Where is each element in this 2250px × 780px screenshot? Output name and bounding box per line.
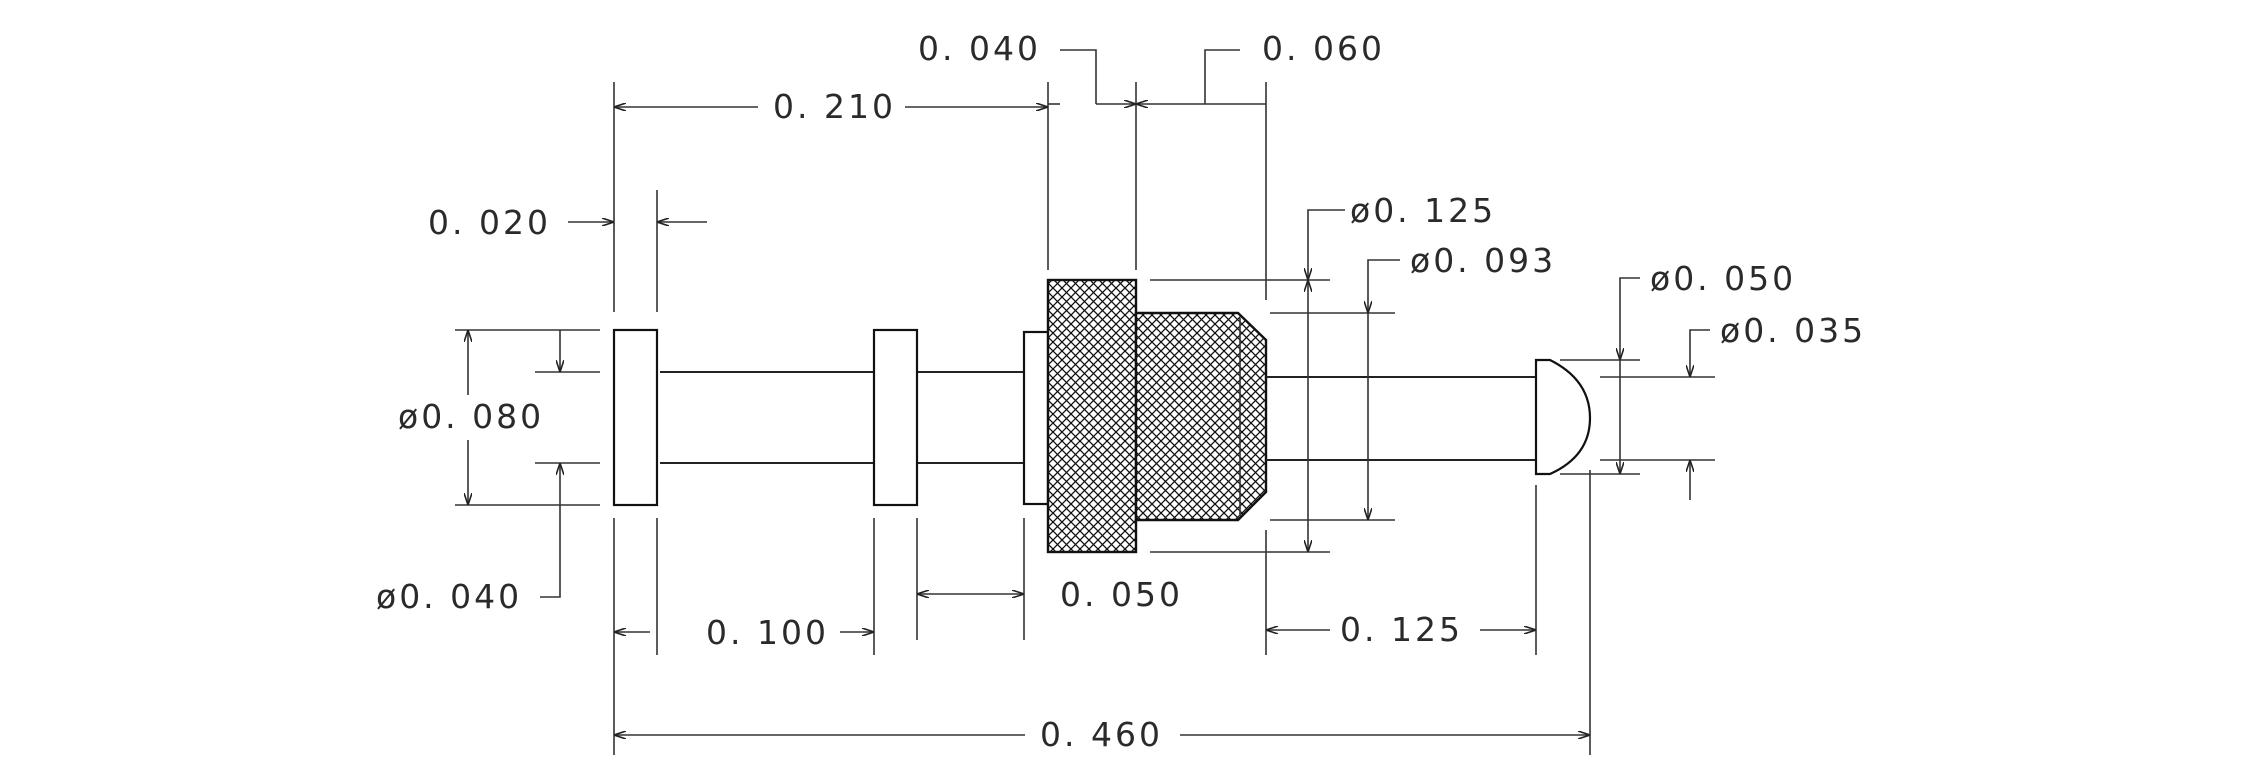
dim-0460: 0. 460	[1040, 715, 1163, 754]
dim-0125-bottom: 0. 125	[1340, 610, 1463, 649]
dim-dia-0035: ø0. 035	[1720, 311, 1866, 350]
middle-flange	[872, 328, 919, 507]
dim-dia-0093: ø0. 093	[1410, 241, 1556, 280]
dimension-lines	[468, 49, 1710, 735]
dim-0020: 0. 020	[428, 203, 551, 242]
dim-0060-top: 0. 060	[1262, 29, 1385, 68]
dimension-labels: 0. 040 0. 060 0. 210 0. 020 ø0. 125 ø0. …	[376, 29, 1866, 754]
dim-0210: 0. 210	[773, 87, 896, 126]
rounded-tip	[1534, 358, 1592, 476]
knurled-head	[1046, 278, 1138, 554]
extension-lines	[455, 82, 1715, 755]
dim-dia-0080: ø0. 080	[398, 397, 544, 436]
dim-dia-0040: ø0. 040	[376, 577, 522, 616]
dim-0050-bottom: 0. 050	[1060, 575, 1183, 614]
dim-0040-top: 0. 040	[918, 29, 1041, 68]
step-collar	[1022, 330, 1050, 506]
dim-dia-0125: ø0. 125	[1350, 191, 1496, 230]
left-flange	[612, 328, 659, 507]
pin-body	[612, 278, 1592, 554]
dim-0100: 0. 100	[706, 613, 829, 652]
dim-dia-0050: ø0. 050	[1650, 259, 1796, 298]
knurled-body	[1134, 311, 1268, 522]
